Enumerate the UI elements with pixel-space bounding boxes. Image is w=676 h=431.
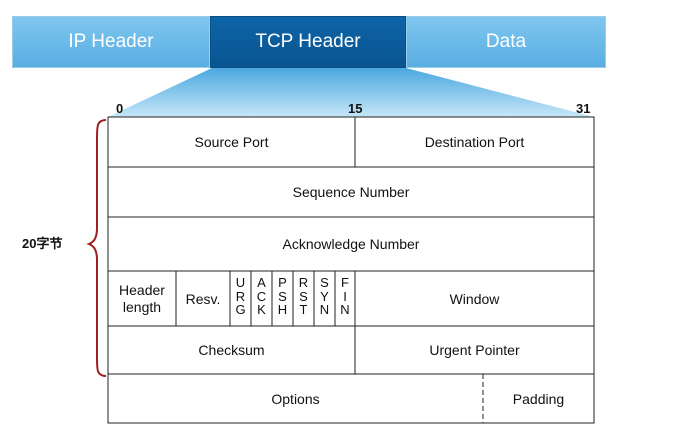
data-segment: Data [406, 16, 606, 68]
reserved-field: Resv. [185, 290, 221, 307]
sequence-number-field: Sequence Number [292, 184, 410, 200]
destination-port-field: Destination Port [424, 134, 525, 150]
header-length-field: Header length [119, 281, 165, 315]
tcp-header-segment: TCP Header [210, 16, 406, 68]
options-field: Options [271, 390, 320, 407]
tcp-table-border [107, 116, 595, 424]
zoom-fan [108, 68, 594, 117]
urgent-pointer-field: Urgent Pointer [429, 342, 520, 358]
source-port-field: Source Port [194, 134, 269, 150]
ip-header-segment: IP Header [12, 16, 210, 68]
checksum-field: Checksum [198, 342, 265, 358]
bytes-label: 20字节 [22, 236, 63, 251]
padding-field: Padding [512, 390, 565, 407]
bit-label-31: 31 [576, 101, 591, 116]
curly-brace [86, 119, 107, 377]
bit-label-15: 15 [348, 101, 363, 116]
acknowledge-number-field: Acknowledge Number [282, 236, 420, 252]
bit-label-0: 0 [116, 101, 124, 116]
window-field: Window [449, 290, 500, 307]
